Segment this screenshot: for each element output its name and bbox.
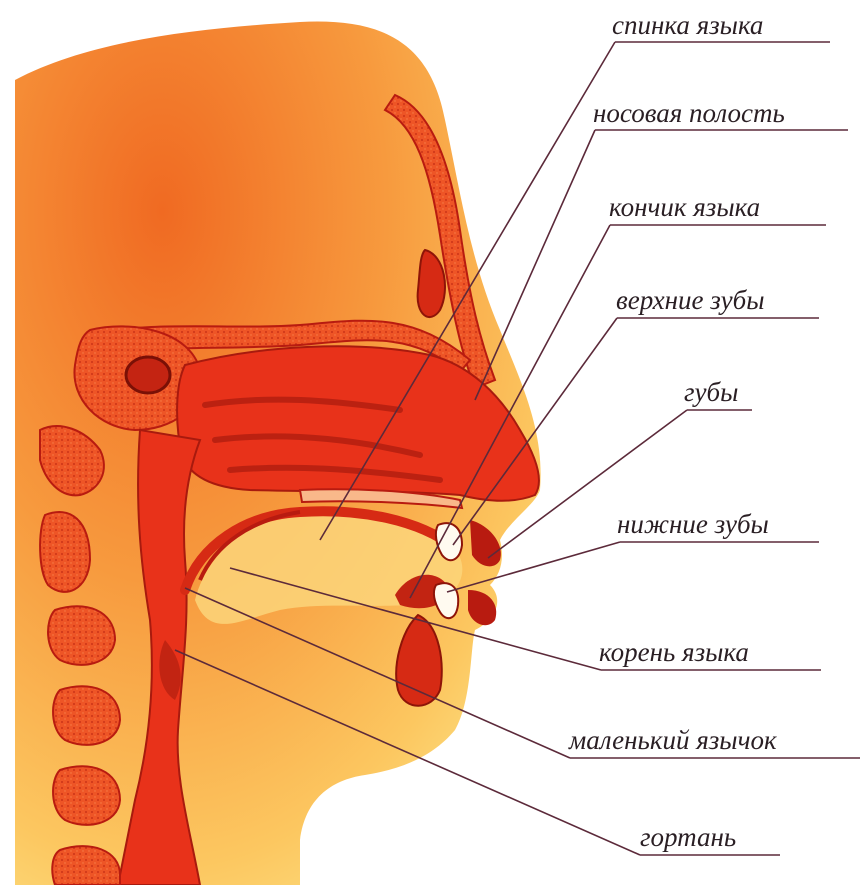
vertebra-1 — [40, 512, 90, 592]
label-lips: губы — [684, 377, 738, 407]
vertebra-3 — [53, 686, 120, 745]
label-tongue-tip: кончик языка — [609, 192, 760, 222]
label-upper-teeth: верхние зубы — [616, 285, 764, 315]
label-tongue-root: корень языка — [599, 637, 749, 667]
leader-nasal-cavity — [475, 130, 848, 400]
leader-lower-teeth — [447, 542, 819, 592]
sphenoid-sinus — [126, 357, 170, 393]
label-tongue-back: спинка языка — [612, 10, 763, 40]
label-nasal-cavity: носовая полость — [593, 98, 785, 128]
label-larynx: гортань — [640, 822, 736, 852]
label-lower-teeth: нижние зубы — [617, 509, 769, 539]
vertebra-4 — [53, 766, 120, 825]
label-uvula: маленький язычок — [568, 725, 777, 755]
vertebra-2 — [48, 606, 115, 665]
